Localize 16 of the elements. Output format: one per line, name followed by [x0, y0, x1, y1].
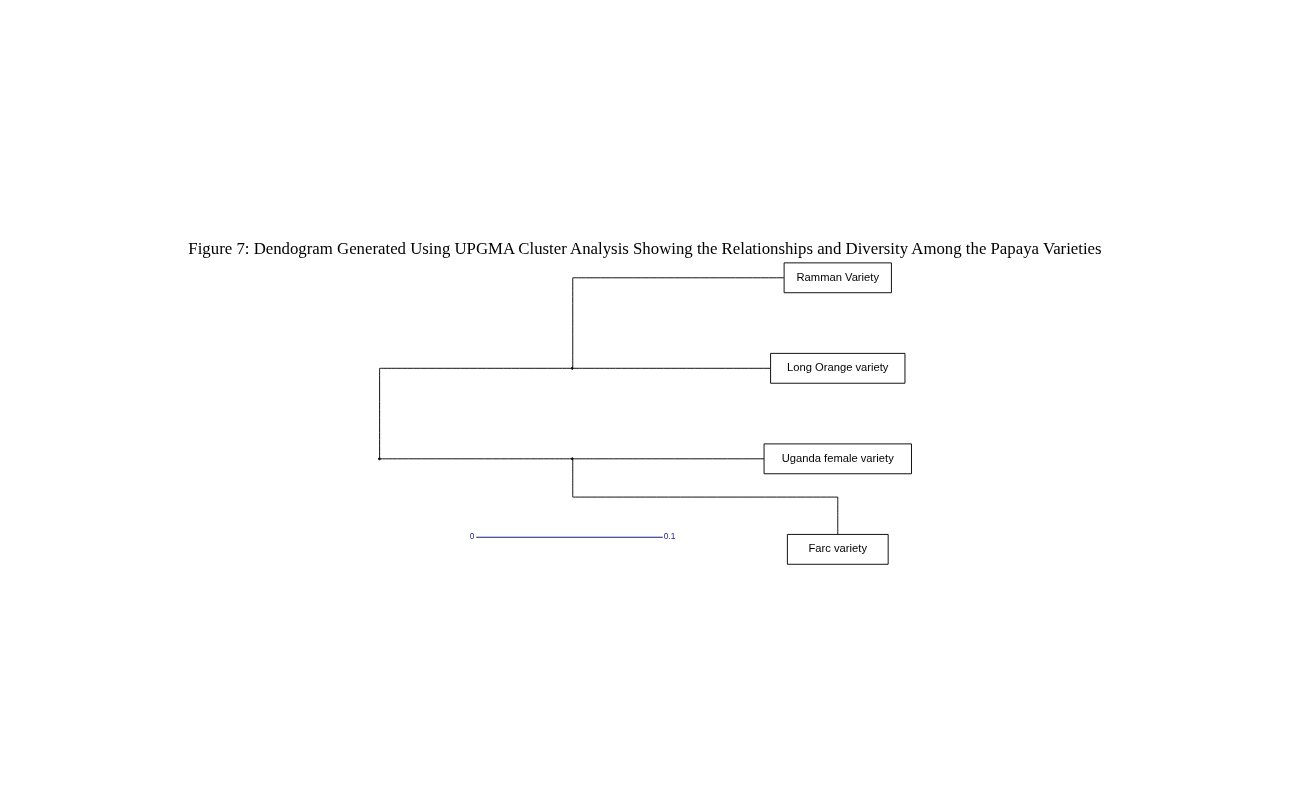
node-box: Ramman Variety [783, 261, 892, 293]
connector [572, 458, 839, 535]
diagram-title: Figure 7: Dendogram Generated Using UPGMA Cluster Analysis Showing the Relationships and Diversity Among the Papaya Varieties [188, 238, 1102, 258]
node-point [570, 456, 574, 460]
connector [572, 276, 785, 368]
node-box: Farc variety [786, 533, 889, 565]
node-point [378, 456, 381, 460]
connector [380, 457, 572, 459]
node-box: Long Orange variety [770, 352, 906, 384]
node-box: Uganda female variety [763, 442, 912, 474]
node-point [570, 366, 574, 370]
connector [379, 367, 572, 458]
connector [573, 367, 771, 369]
label: 0.1 [663, 530, 676, 541]
label: 0 [469, 530, 475, 541]
connector [573, 457, 765, 459]
